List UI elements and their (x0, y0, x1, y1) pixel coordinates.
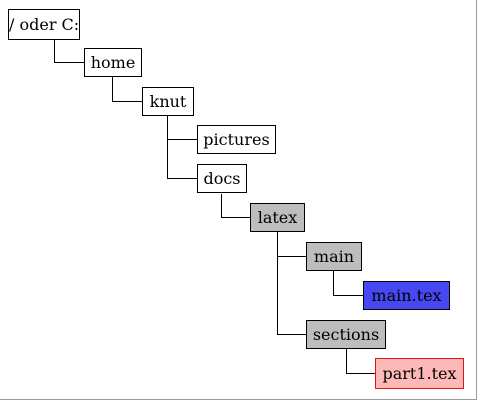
folder-root[interactable]: / oder C: (8, 9, 80, 40)
folder-sections[interactable]: sections (306, 320, 386, 349)
connector-docs-latex (221, 194, 250, 218)
connector-knut-children (167, 116, 197, 179)
folder-docs[interactable]: docs (197, 164, 247, 193)
connector-root-home (54, 40, 84, 63)
folder-home[interactable]: home (84, 48, 142, 77)
folder-pictures[interactable]: pictures (197, 125, 276, 154)
connector-home-knut (112, 77, 142, 102)
folder-latex[interactable]: latex (250, 203, 305, 232)
file-main-tex[interactable]: main.tex (363, 281, 450, 310)
folder-main[interactable]: main (306, 242, 362, 271)
folder-knut[interactable]: knut (142, 87, 194, 116)
file-part1-tex[interactable]: part1.tex (375, 358, 464, 389)
connector-sections-part1 (346, 349, 375, 374)
connector-latex-children (277, 232, 306, 335)
connector-main-maintex (333, 271, 363, 296)
